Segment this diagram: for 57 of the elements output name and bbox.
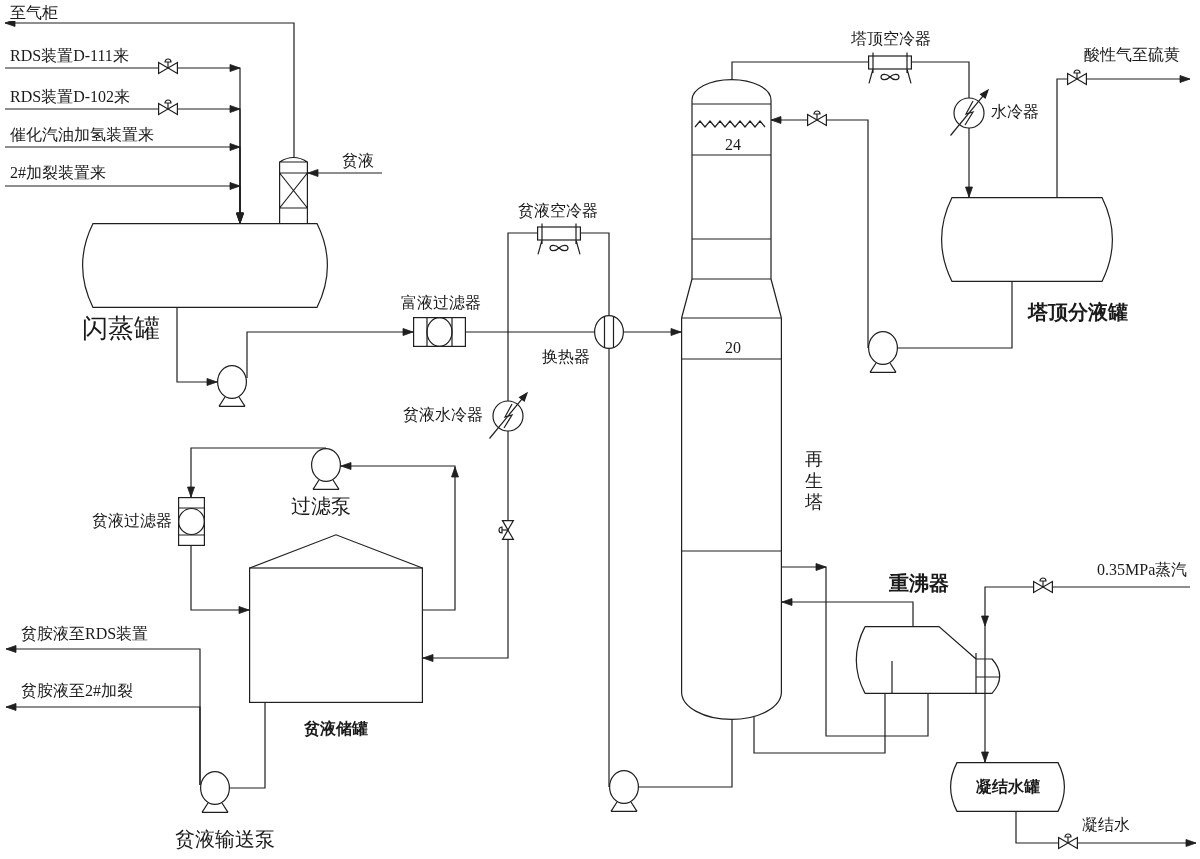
tray-number: 24	[725, 137, 741, 153]
pipe-line	[580, 232, 610, 316]
pipe-line	[229, 702, 266, 789]
flow-arrow	[623, 328, 682, 336]
equipment-label: 贫液储罐	[304, 721, 368, 737]
pipe-line	[507, 232, 538, 393]
flow-arrow	[4, 182, 244, 224]
equipment-label: 换热器	[542, 349, 590, 365]
equipment-label: 贫液过滤器	[92, 513, 172, 529]
edge-label: 凝结水	[1081, 817, 1131, 833]
pipe-line	[911, 61, 970, 90]
flow-arrow	[340, 462, 459, 611]
flow-arrow	[981, 693, 989, 763]
equipment-label: 凝结水罐	[976, 779, 1040, 795]
flow-arrow	[770, 116, 869, 349]
edge-label: 催化汽油加氢装置来	[9, 127, 155, 143]
flow-arrow	[781, 598, 914, 627]
flow-arrow	[981, 586, 1191, 627]
equipment-label: 贫液空冷器	[518, 203, 598, 219]
flow-arrow	[781, 563, 929, 737]
pipe-line	[753, 693, 886, 754]
flow-arrow	[190, 545, 250, 614]
flow-arrow	[5, 703, 201, 786]
edge-label: 至气柜	[9, 5, 59, 21]
pipe-line	[897, 281, 1013, 349]
equipment-label: 贫液水冷器	[403, 407, 483, 423]
equipment-label: 重沸器	[889, 573, 949, 593]
equipment-label: 塔顶空冷器	[851, 31, 931, 47]
flow-arrow	[1056, 75, 1191, 198]
equipment-label: 再生塔	[804, 448, 824, 514]
flow-arrow	[4, 19, 295, 158]
equipment-label: 贫液输送泵	[175, 829, 275, 849]
flow-arrow	[187, 447, 327, 498]
flow-arrow	[965, 136, 973, 198]
edge-label: 2#加裂装置来	[9, 165, 107, 181]
tray-number: 20	[725, 340, 741, 356]
edge-label: 贫液	[341, 153, 375, 169]
pipe-line	[731, 61, 869, 80]
edge-label: 贫胺液至RDS装置	[20, 626, 150, 642]
flow-arrow	[1015, 811, 1197, 847]
flow-arrow	[176, 307, 218, 386]
flow-arrow	[246, 328, 414, 379]
edge-label: RDS装置D-111来	[9, 48, 130, 64]
pipe-line	[465, 331, 595, 333]
edge-label: RDS装置D-102来	[9, 89, 131, 105]
equipment-label: 塔顶分液罐	[1028, 302, 1128, 322]
equipment-label: 过滤泵	[291, 496, 351, 516]
edge-label: 贫胺液至2#加裂	[20, 683, 134, 699]
pipe-line	[608, 348, 610, 788]
pipe-line	[638, 719, 733, 788]
edge-label: 0.35MPa蒸汽	[1096, 562, 1189, 578]
equipment-label: 富液过滤器	[401, 295, 481, 311]
equipment-label: 水冷器	[991, 104, 1039, 120]
flow-arrow	[307, 169, 383, 177]
flow-arrow	[422, 439, 509, 662]
edge-label: 酸性气至硫黄	[1083, 47, 1181, 63]
equipment-label: 闪蒸罐	[82, 316, 160, 342]
